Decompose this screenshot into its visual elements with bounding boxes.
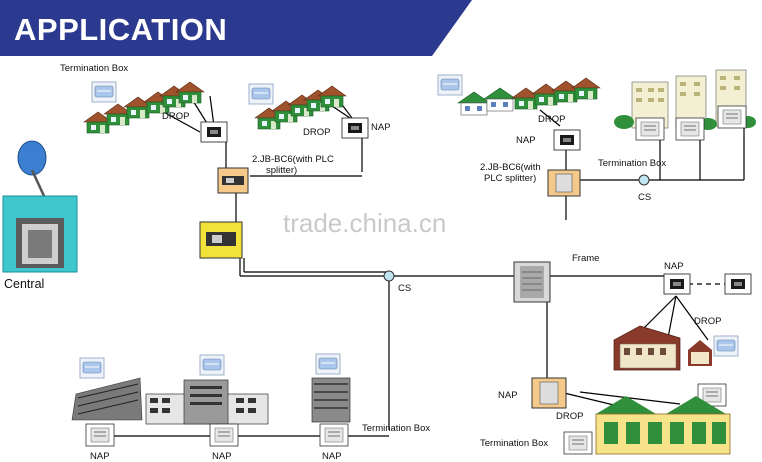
splitter-label: 2.JB-BC6(with PLC bbox=[252, 154, 334, 165]
nap-box-icon bbox=[341, 117, 369, 139]
splitter-box-icon bbox=[531, 377, 567, 409]
page-title: APPLICATION bbox=[14, 12, 227, 47]
splitter-label: PLC splitter) bbox=[484, 173, 536, 184]
nap-label: NAP bbox=[516, 135, 536, 146]
nap-label: NAP bbox=[664, 261, 684, 272]
school-building bbox=[595, 396, 731, 455]
cs-label: CS bbox=[398, 283, 411, 294]
nap-label: NAP bbox=[322, 451, 342, 462]
nap-box-icon bbox=[724, 273, 752, 295]
termination-box-icon bbox=[717, 105, 747, 129]
drop-label: DROP bbox=[694, 316, 721, 327]
splitter-box-icon bbox=[199, 221, 243, 259]
nap-box-icon bbox=[319, 423, 349, 447]
nap-label: NAP bbox=[371, 122, 391, 133]
termination-box-label: Termination Box bbox=[60, 63, 128, 74]
cs-label: CS bbox=[638, 192, 651, 203]
splitter-box-icon bbox=[217, 167, 249, 194]
splitter-label: splitter) bbox=[266, 165, 297, 176]
central-label: Central bbox=[4, 277, 44, 291]
nap-box-icon bbox=[553, 129, 581, 151]
drop-label: DROP bbox=[556, 411, 583, 422]
cs-node bbox=[638, 174, 650, 186]
drop-label: DROP bbox=[303, 127, 330, 138]
termination-box-icon bbox=[635, 117, 665, 141]
frame-label: Frame bbox=[572, 253, 599, 264]
drop-label: DROP bbox=[162, 111, 189, 122]
office-buildings bbox=[71, 377, 351, 425]
termination-box-icon bbox=[248, 83, 274, 105]
termination-box-label: Termination Box bbox=[598, 158, 666, 169]
central-office-icon bbox=[2, 140, 78, 273]
nap-label: NAP bbox=[498, 390, 518, 401]
termination-box-icon bbox=[315, 353, 341, 375]
termination-box-icon bbox=[199, 354, 225, 376]
nap-label: NAP bbox=[90, 451, 110, 462]
nap-box-icon bbox=[209, 423, 239, 447]
splitter-label: 2.JB-BC6(with bbox=[480, 162, 541, 173]
termination-box-label: Termination Box bbox=[480, 438, 548, 449]
termination-box-icon bbox=[713, 335, 739, 357]
termination-box-label: Termination Box bbox=[362, 423, 430, 434]
nap-box-icon bbox=[85, 423, 115, 447]
drop-label: DROP bbox=[538, 114, 565, 125]
frame-rack-icon bbox=[513, 261, 551, 303]
nap-box-icon bbox=[200, 121, 228, 143]
nap-box-icon bbox=[663, 273, 691, 295]
termination-box-icon bbox=[91, 81, 117, 103]
splitter-box-icon bbox=[547, 169, 581, 197]
nap-label: NAP bbox=[212, 451, 232, 462]
termination-box-icon bbox=[79, 357, 105, 379]
header-banner bbox=[0, 0, 472, 56]
watermark: trade.china.cn bbox=[283, 208, 446, 238]
termination-box-icon bbox=[563, 431, 593, 455]
villa-buildings bbox=[613, 325, 712, 371]
termination-box-icon bbox=[437, 74, 463, 96]
cs-node bbox=[383, 270, 395, 282]
termination-box-icon bbox=[675, 117, 705, 141]
house-cluster-top-right bbox=[457, 77, 601, 116]
